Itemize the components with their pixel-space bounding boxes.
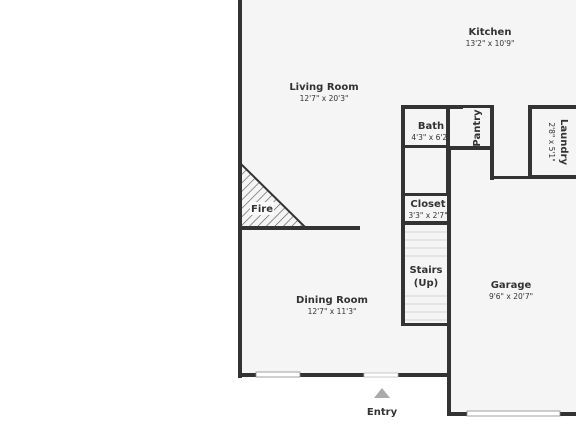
stair-treads (405, 231, 447, 321)
dining-room-dims: 12'7" x 11'3" (308, 307, 357, 316)
living-room-name: Living Room (289, 82, 358, 93)
windows (255, 371, 561, 417)
garage-name: Garage (491, 280, 532, 291)
entry-arrow-icon (374, 388, 390, 398)
entry-label: Entry (367, 407, 398, 418)
stairs-name: Stairs (409, 265, 442, 276)
laundry-name: Laundry (558, 119, 569, 165)
closet-name: Closet (410, 199, 445, 210)
garage-dims: 9'6" x 20'7" (489, 292, 533, 301)
pantry-name: Pantry (472, 109, 483, 147)
bath-dims: 4'3" x 6'2" (411, 133, 450, 142)
living-room-dims: 12'7" x 20'3" (300, 94, 349, 103)
entry-door (363, 372, 399, 378)
dining-room-name: Dining Room (296, 295, 368, 306)
fire-name: Fire (251, 204, 273, 215)
kitchen-name: Kitchen (469, 27, 512, 38)
bath-name: Bath (418, 121, 444, 132)
floor-fill (240, 0, 576, 414)
stairs-direction: (Up) (414, 278, 438, 289)
walls (238, 0, 576, 416)
kitchen-dims: 13'2" x 10'9" (466, 39, 515, 48)
closet-dims: 3'3" x 2'7" (408, 211, 447, 220)
laundry-dims: 2'8" x 5'1" (547, 122, 556, 161)
